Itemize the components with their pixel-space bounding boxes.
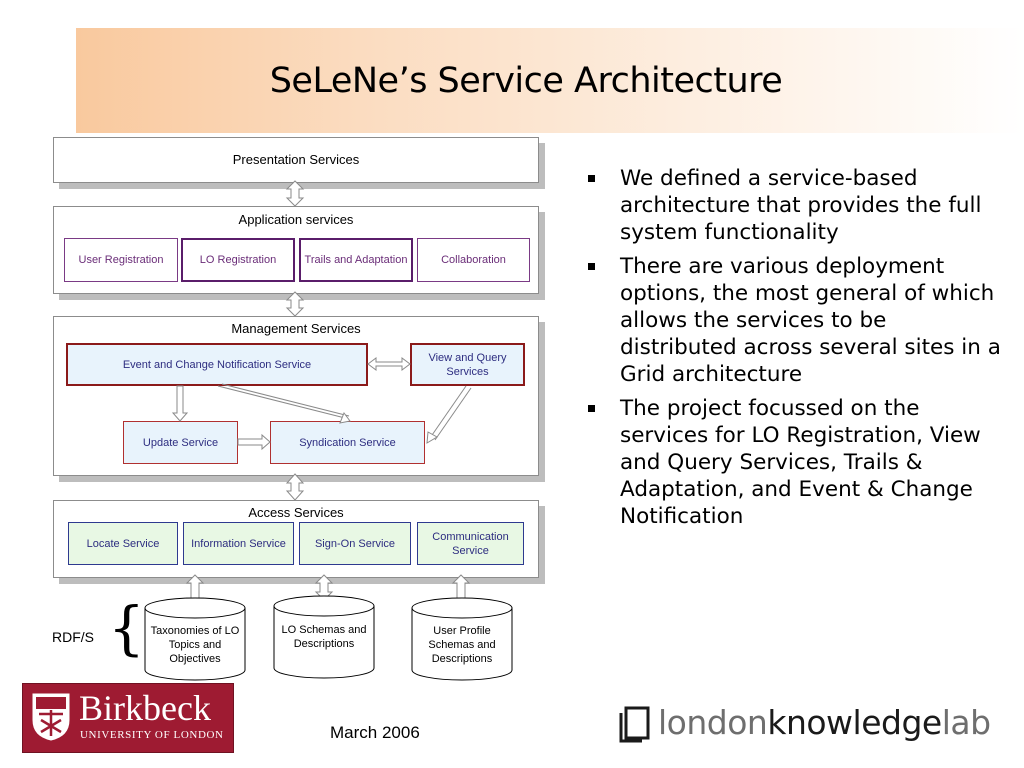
locate-service-box: Locate Service [68, 522, 178, 565]
syndication-service-box: Syndication Service [270, 421, 425, 464]
lkl-wordmark: londonknowledgelab [658, 701, 991, 745]
rdfs-brace: { [108, 594, 145, 662]
bullet-item: We defined a service-based architecture … [586, 165, 1006, 246]
presentation-application-arrow [285, 180, 305, 207]
update-service-box: Update Service [123, 421, 238, 464]
management-access-arrow [285, 473, 305, 501]
event-syndication-line [217, 385, 346, 419]
information-service-box: Information Service [183, 522, 294, 565]
db-taxonomies-label: Taxonomies of LO Topics and Objectives [150, 625, 240, 665]
sign-on-service-box: Sign-On Service [299, 522, 411, 565]
viewquery-syndication-arrowhead [426, 431, 438, 444]
application-management-arrow [285, 291, 305, 317]
rdfs-label: RDF/S [52, 629, 94, 645]
db-lo-schemas-cylinder [273, 595, 375, 679]
lo-registration-box: LO Registration [181, 238, 295, 282]
birkbeck-name: Birkbeck [79, 688, 211, 728]
db-user-profile-cylinder [411, 597, 513, 681]
db-lo-schemas-label: LO Schemas and Descriptions [281, 624, 367, 650]
user-registration-box: User Registration [64, 238, 178, 282]
event-syndication-arrowhead [339, 411, 351, 424]
bullet-item: The project focussed on the services for… [586, 395, 1006, 530]
lkl-lab: lab [941, 703, 991, 742]
trails-adaptation-box: Trails and Adaptation [299, 238, 413, 282]
lkl-london: london [658, 703, 768, 742]
birkbeck-shield-icon [32, 693, 70, 741]
view-query-box: View and Query Services [410, 343, 525, 386]
viewquery-syndication-line [429, 385, 467, 439]
event-notification-box: Event and Change Notification Service [66, 343, 368, 386]
bullet-list: We defined a service-based architecture … [586, 165, 1006, 537]
application-layer-label: Application services [238, 212, 354, 227]
footer-date: March 2006 [330, 723, 420, 742]
lkl-bracket-icon [619, 706, 650, 743]
slide-title: SeLeNe’s Service Architecture [269, 60, 783, 101]
title-band [76, 28, 1024, 133]
birkbeck-subtitle: UNIVERSITY OF LONDON [80, 729, 224, 741]
event-viewquery-arrow [367, 357, 411, 371]
bullet-item: There are various deployment options, th… [586, 253, 1006, 388]
event-update-arrow [171, 385, 189, 422]
update-syndication-arrow [237, 433, 271, 451]
presentation-layer-label: Presentation Services [232, 152, 360, 167]
db-user-profile-label: User Profile Schemas and Descriptions [428, 625, 496, 665]
birkbeck-logo: Birkbeck UNIVERSITY OF LONDON [22, 683, 234, 753]
communication-service-box: Communication Service [417, 522, 524, 565]
collaboration-box: Collaboration [417, 238, 530, 282]
access-layer-label: Access Services [248, 505, 344, 520]
lkl-knowledge: knowledge [767, 703, 942, 742]
db-taxonomies-cylinder [144, 597, 246, 681]
management-layer-label: Management Services [231, 321, 361, 336]
